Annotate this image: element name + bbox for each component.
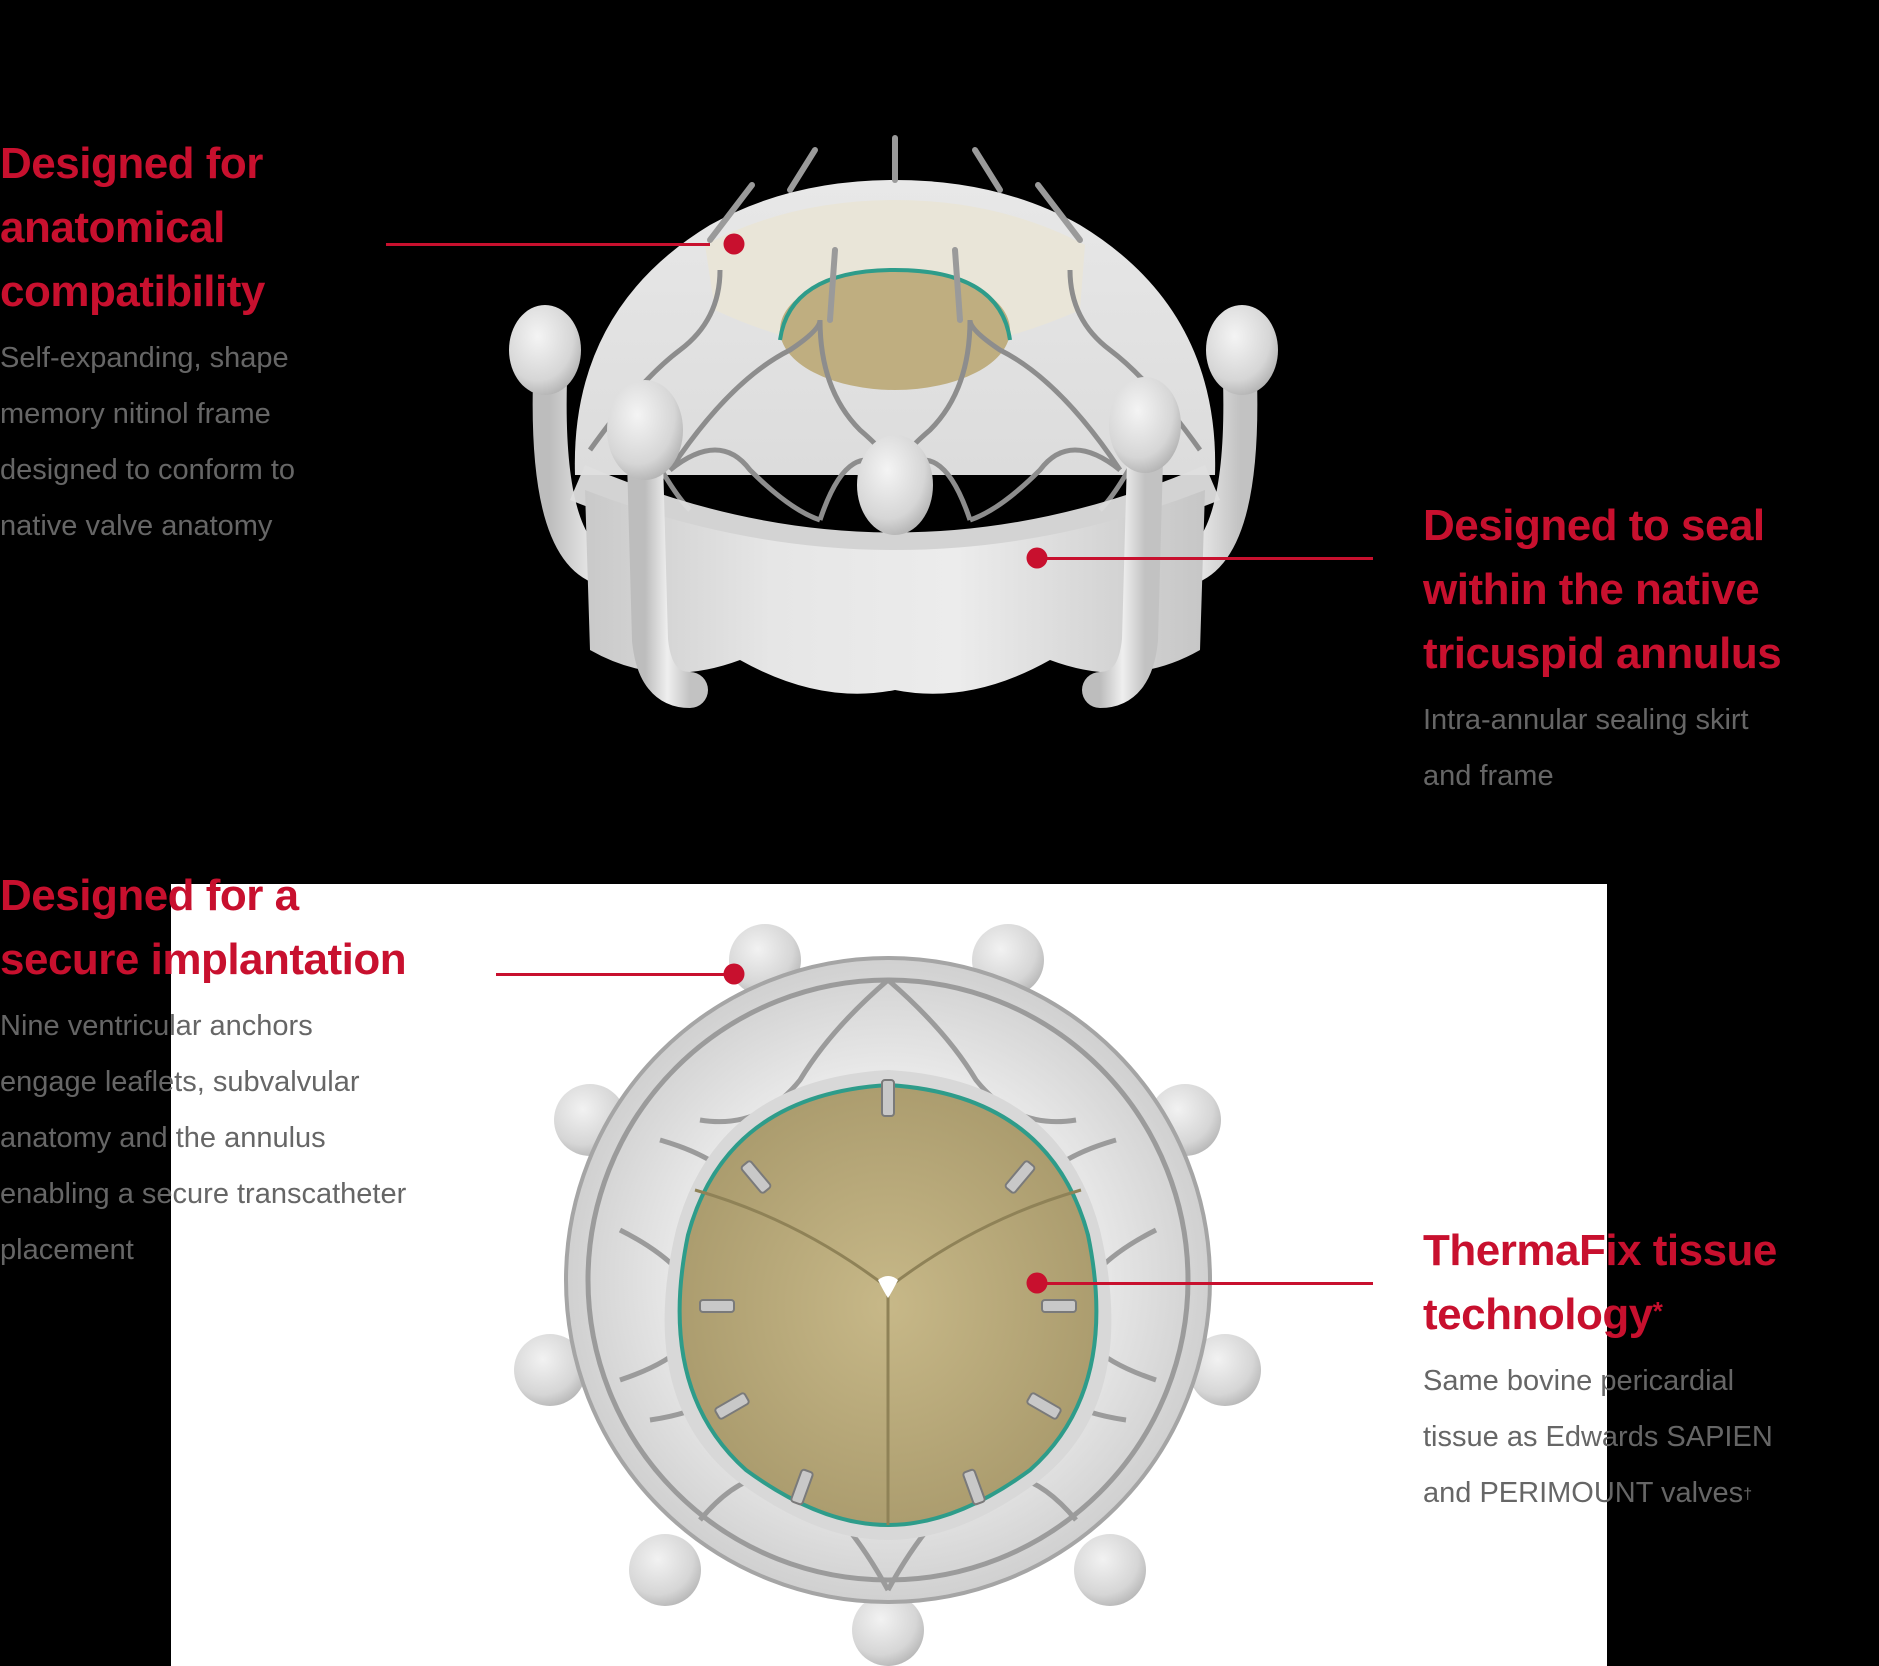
body-line: and PERIMOUNT valves† (1423, 1465, 1777, 1521)
callout-anatomical-compatibility: Designed for anatomical compatibility Se… (0, 132, 295, 554)
callout-dot-anatomical (723, 233, 745, 255)
body-line: anatomy and the annulus (0, 1122, 326, 1154)
title-line: secure implantation (0, 935, 407, 984)
title-line: within the native (1423, 565, 1760, 614)
body-line: Nine ventricular anchors (0, 1010, 313, 1042)
leader-line-anatomical (386, 243, 710, 246)
callout-thermafix-tissue: ThermaFix tissue technology* Same bovine… (1423, 1219, 1777, 1521)
title-line: compatibility (0, 267, 265, 316)
body-line: Same bovine pericardial (1423, 1365, 1735, 1397)
footnote-marker: † (1743, 1486, 1753, 1503)
callout-title: Designed for anatomical compatibility (0, 132, 295, 324)
callout-description: Same bovine pericardial tissue as Edward… (1423, 1353, 1777, 1521)
callout-dot-secure (723, 963, 745, 985)
body-line: memory nitinol frame (0, 398, 271, 430)
body-line: engage leaflets, subvalvular (0, 1066, 360, 1098)
body-line: placement (0, 1234, 134, 1266)
body-line: and frame (1423, 760, 1554, 792)
body-line: Self-expanding, shape (0, 342, 289, 374)
footnote-marker: * (1652, 1296, 1663, 1326)
callout-description: Self-expanding, shape memory nitinol fra… (0, 330, 295, 554)
callout-description: Intra-annular sealing skirt and frame (1423, 692, 1781, 804)
leader-line-secure (496, 973, 734, 976)
title-line: Designed for a (0, 871, 299, 920)
body-line: designed to conform to (0, 454, 296, 486)
title-line: Designed for (0, 139, 263, 188)
callout-title: Designed for a secure implantation (0, 864, 407, 992)
title-line: Designed to seal (1423, 501, 1765, 550)
valve-top-view-image (514, 924, 1261, 1666)
callout-secure-implantation: Designed for a secure implantation Nine … (0, 864, 407, 1278)
callout-dot-seal (1026, 547, 1048, 569)
callout-title: ThermaFix tissue technology* (1423, 1219, 1777, 1347)
body-line: tissue as Edwards SAPIEN (1423, 1421, 1773, 1453)
title-line: technology* (1423, 1283, 1777, 1347)
callout-title: Designed to seal within the native tricu… (1423, 494, 1782, 686)
title-line-text: technology (1423, 1290, 1653, 1339)
body-line-text: and PERIMOUNT valves (1423, 1477, 1744, 1509)
callout-description: Nine ventricular anchors engage leaflets… (0, 998, 406, 1278)
callout-dot-thermafix (1026, 1272, 1048, 1294)
body-line: native valve anatomy (0, 510, 273, 542)
title-line: tricuspid annulus (1423, 629, 1782, 678)
title-line: anatomical (0, 203, 225, 252)
leader-line-thermafix (1037, 1282, 1373, 1285)
callout-seal-native-annulus: Designed to seal within the native tricu… (1423, 494, 1782, 804)
title-line: ThermaFix tissue (1423, 1226, 1777, 1275)
body-line: enabling a secure transcatheter (0, 1178, 407, 1210)
body-line: Intra-annular sealing skirt (1423, 704, 1749, 736)
valve-side-view-image (509, 135, 1278, 710)
leader-line-seal (1037, 557, 1373, 560)
